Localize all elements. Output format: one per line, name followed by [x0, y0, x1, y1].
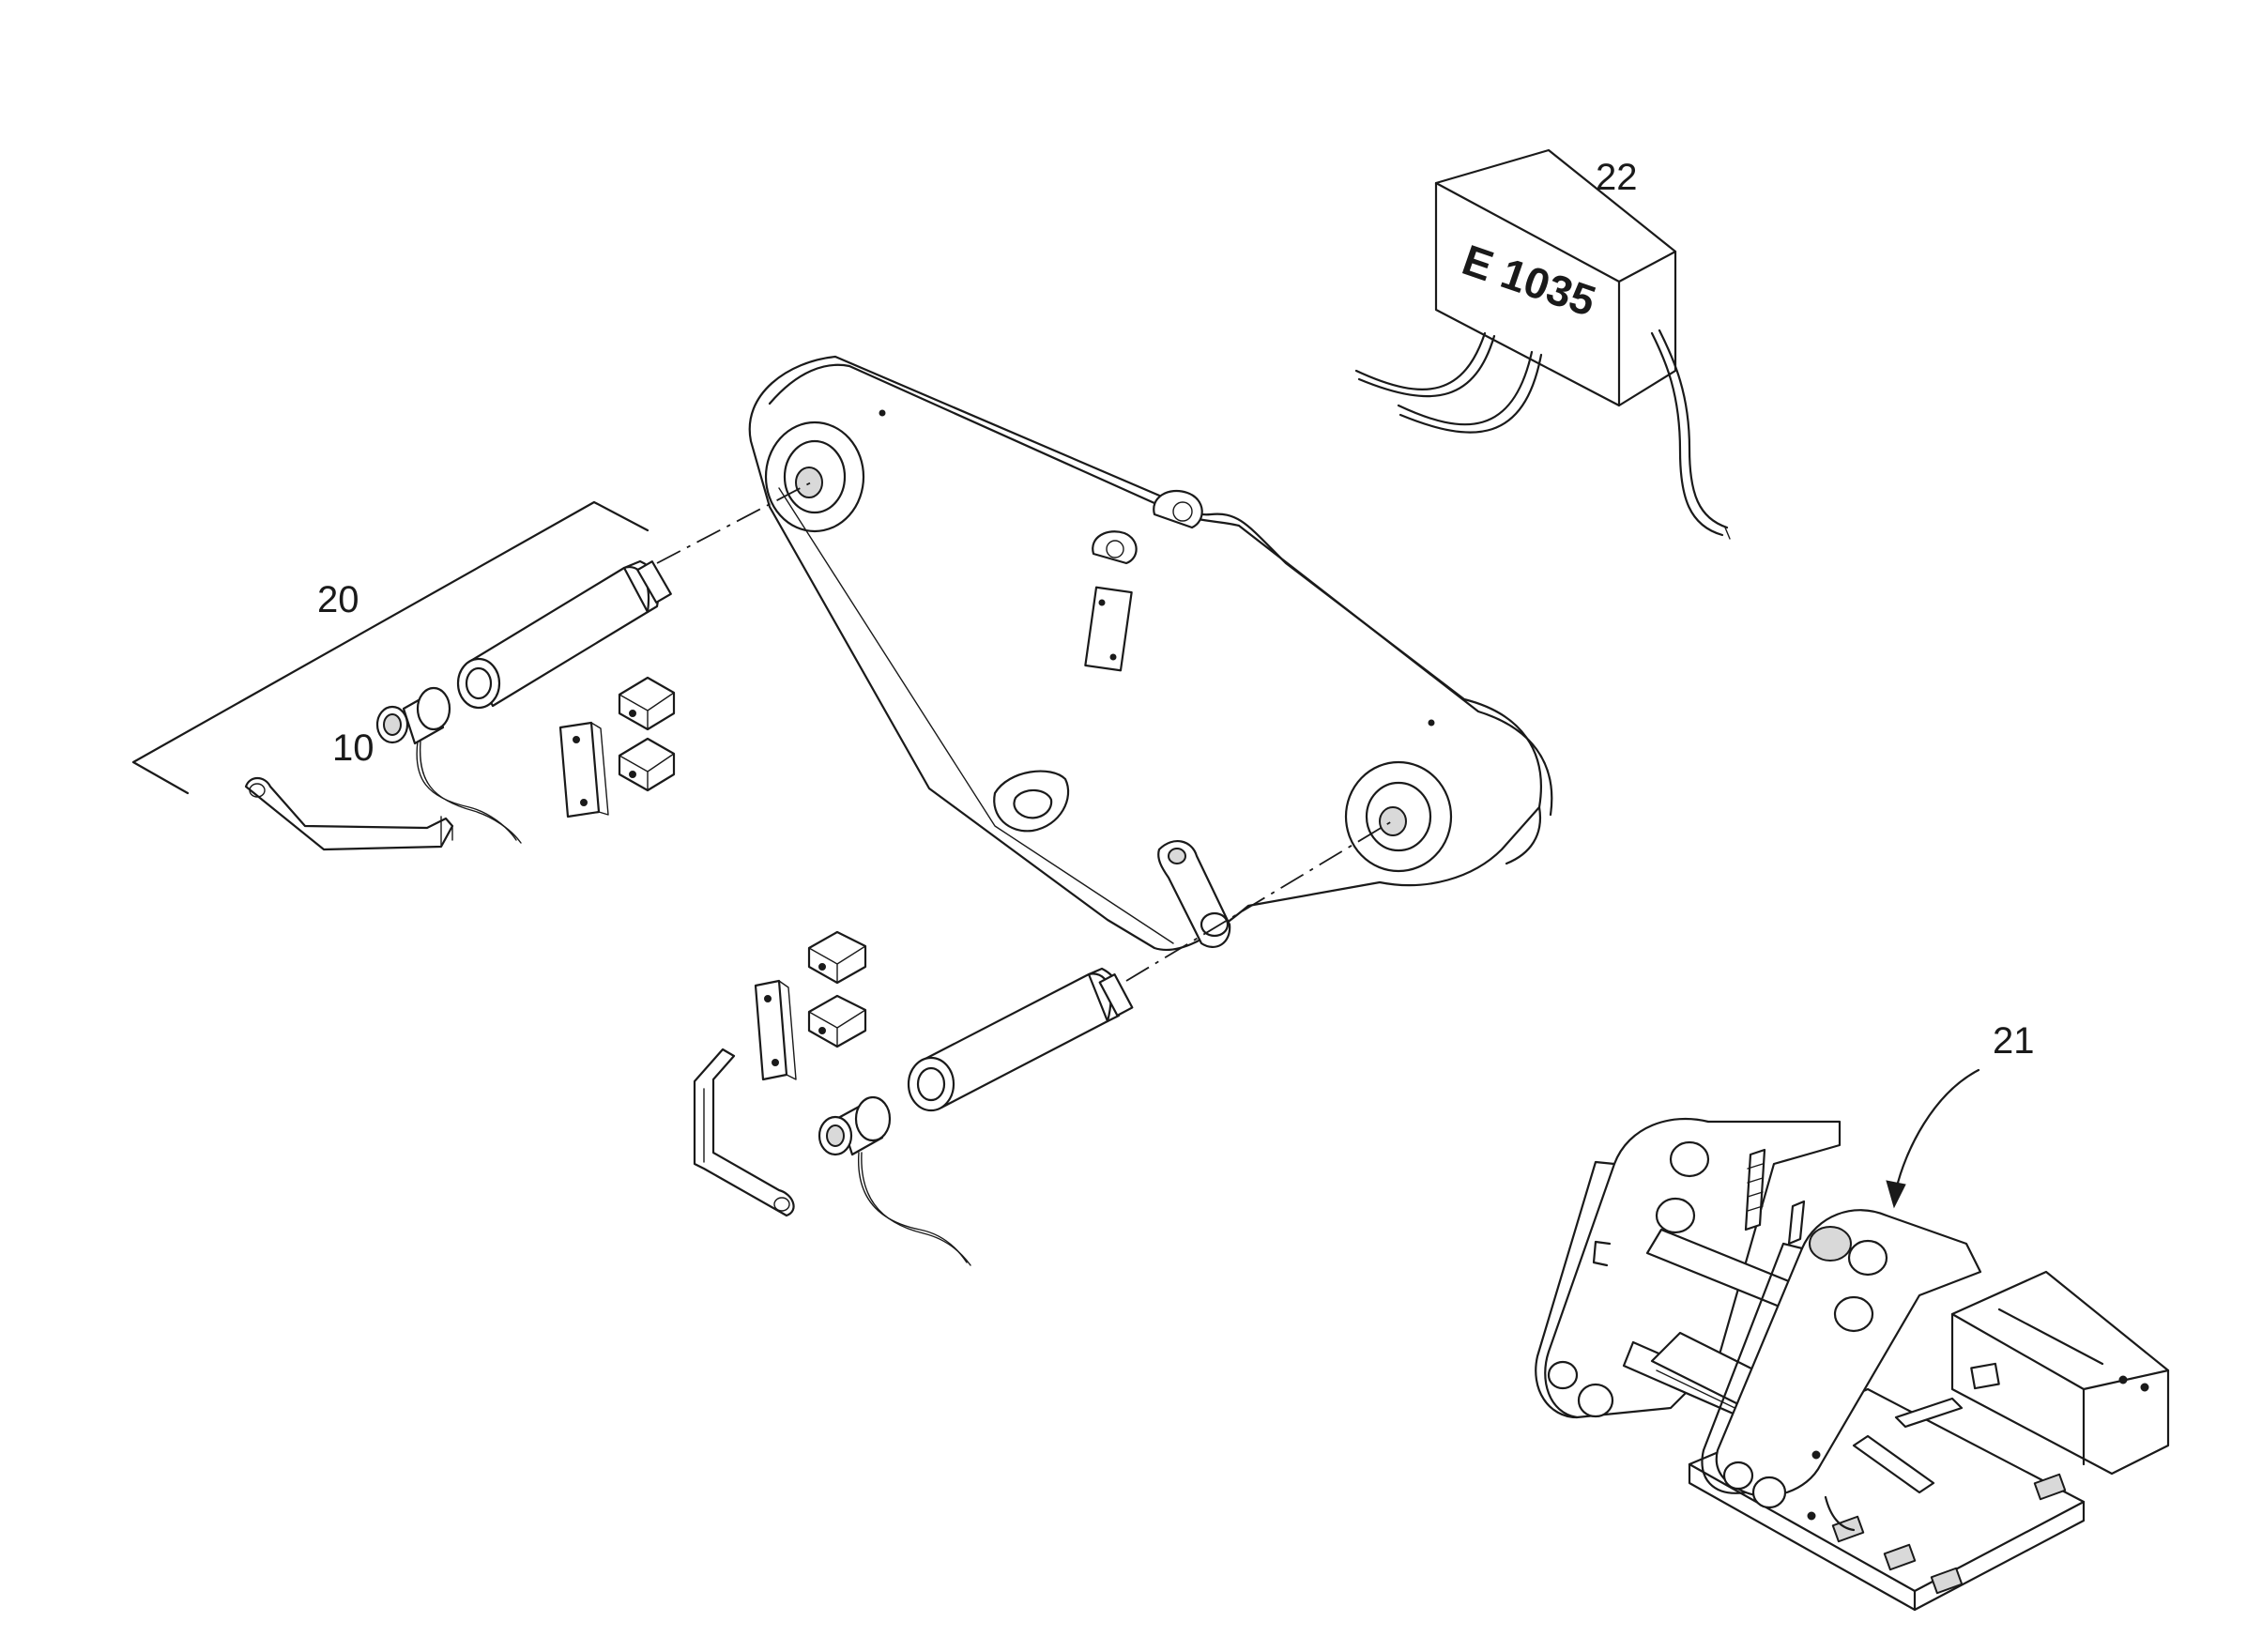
- callout-label-20: 20: [317, 579, 359, 620]
- main-arm: [748, 355, 1553, 951]
- callout-leader-21: [1894, 1068, 1980, 1192]
- callout-22: 22: [1596, 157, 1638, 198]
- lower-pin-assembly: [693, 930, 1134, 1266]
- callout-label-21: 21: [1993, 1020, 2035, 1062]
- callout-label-22: 22: [1596, 157, 1638, 198]
- pin-axis-lower: [1125, 818, 1398, 982]
- machine-frame: [1535, 1117, 2170, 1612]
- group-bracket-20: [131, 500, 650, 795]
- callout-20: 20: [317, 579, 359, 620]
- callout-21: 21: [1886, 1020, 2035, 1209]
- pin-axis-upper: [656, 480, 816, 564]
- callout-arrowhead-21: [1886, 1180, 1906, 1209]
- upper-pin-assembly: [244, 559, 676, 851]
- callout-10: 10: [332, 727, 374, 769]
- callout-label-10: 10: [332, 727, 374, 769]
- electronic-module: E 1035: [1354, 148, 1731, 540]
